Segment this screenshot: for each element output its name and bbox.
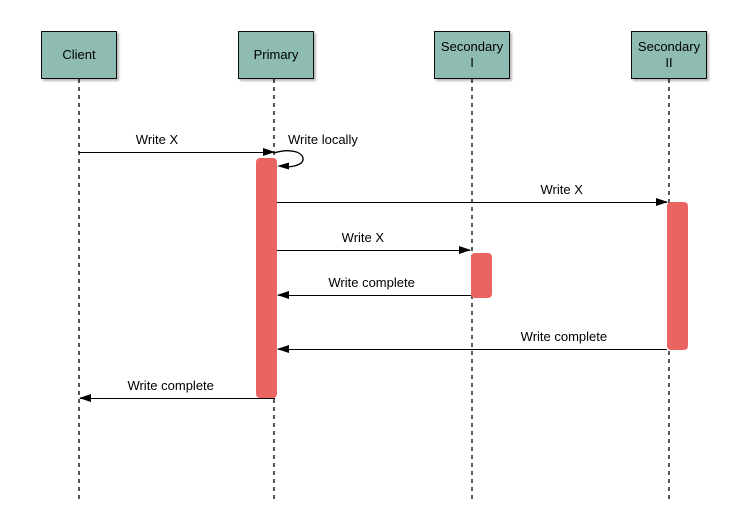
message-label-write-locally: Write locally bbox=[288, 132, 358, 147]
message-label: Write X bbox=[341, 230, 385, 245]
arrowhead-left-icon bbox=[277, 345, 289, 353]
lifeline-client bbox=[78, 79, 80, 503]
message-label: Write complete bbox=[328, 275, 415, 290]
activation-bar-secondary-2 bbox=[667, 202, 688, 350]
activation-bar-primary bbox=[256, 158, 277, 398]
message-write-x-primary-to-secondary-2: Write X bbox=[277, 182, 668, 206]
actor-box-secondary-1: Secondary I bbox=[434, 31, 510, 79]
message-label: Write X bbox=[135, 132, 179, 147]
actor-label-secondary-1: Secondary I bbox=[440, 39, 504, 70]
actor-label-client: Client bbox=[62, 47, 96, 63]
message-label: Write complete bbox=[127, 378, 214, 393]
message-label: Write complete bbox=[520, 329, 608, 344]
message-write-x-client-to-primary: Write X bbox=[79, 132, 275, 156]
activation-bar-secondary-1 bbox=[471, 253, 492, 298]
message-write-x-primary-to-secondary-1: Write X bbox=[277, 230, 471, 254]
actor-box-client: Client bbox=[41, 31, 117, 79]
actor-label-primary: Primary bbox=[253, 47, 299, 63]
arrowhead-right-icon bbox=[263, 148, 275, 156]
message-write-complete-secondary-1-to-primary: Write complete bbox=[277, 275, 471, 299]
message-write-complete-primary-to-client: Write complete bbox=[79, 378, 275, 402]
arrowhead-left-icon bbox=[277, 291, 289, 299]
arrowhead-right-icon bbox=[459, 246, 471, 254]
arrowhead-left-icon bbox=[79, 394, 91, 402]
arrowhead-right-icon bbox=[656, 198, 668, 206]
actor-label-secondary-2: Secondary II bbox=[637, 39, 701, 70]
actor-box-primary: Primary bbox=[238, 31, 314, 79]
message-write-complete-secondary-2-to-primary: Write complete bbox=[277, 329, 667, 353]
actor-box-secondary-2: Secondary II bbox=[631, 31, 707, 79]
message-label: Write X bbox=[540, 182, 583, 197]
self-loop-arrow-icon bbox=[274, 150, 304, 170]
